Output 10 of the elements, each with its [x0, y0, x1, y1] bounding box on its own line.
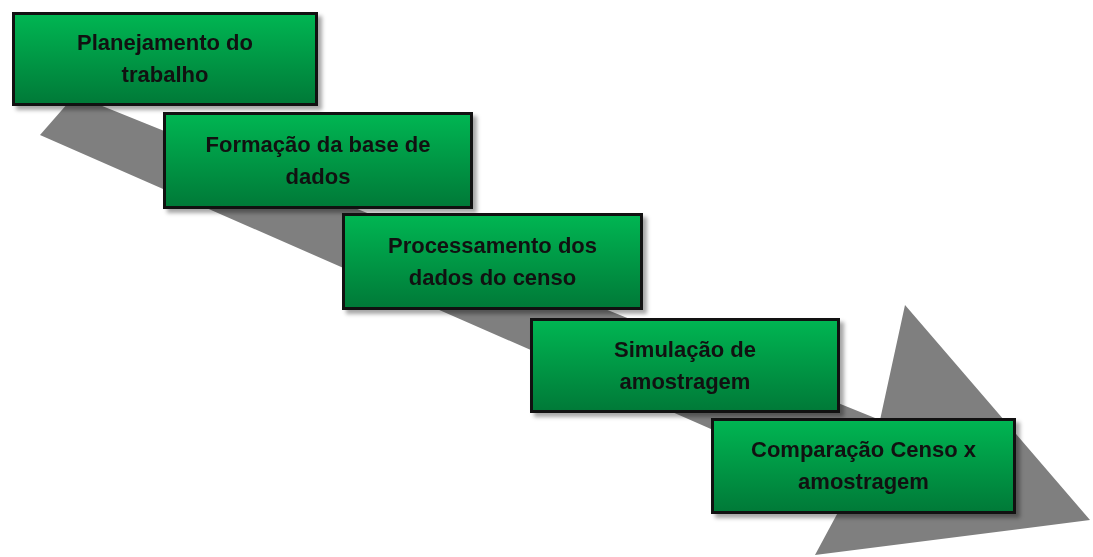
process-box — [342, 213, 643, 310]
step-label: Comparação Censo x amostragem — [750, 436, 977, 496]
step-label: Planejamento do trabalho — [75, 29, 254, 89]
step-label: Simulação de amostragem — [613, 335, 757, 396]
process-box — [163, 112, 473, 209]
step-label: Processamento dos dados do censo — [386, 231, 599, 292]
process-box — [530, 318, 840, 413]
process-box — [12, 12, 318, 106]
process-box — [711, 418, 1016, 514]
step-label: Formação da base de dados — [204, 130, 432, 191]
